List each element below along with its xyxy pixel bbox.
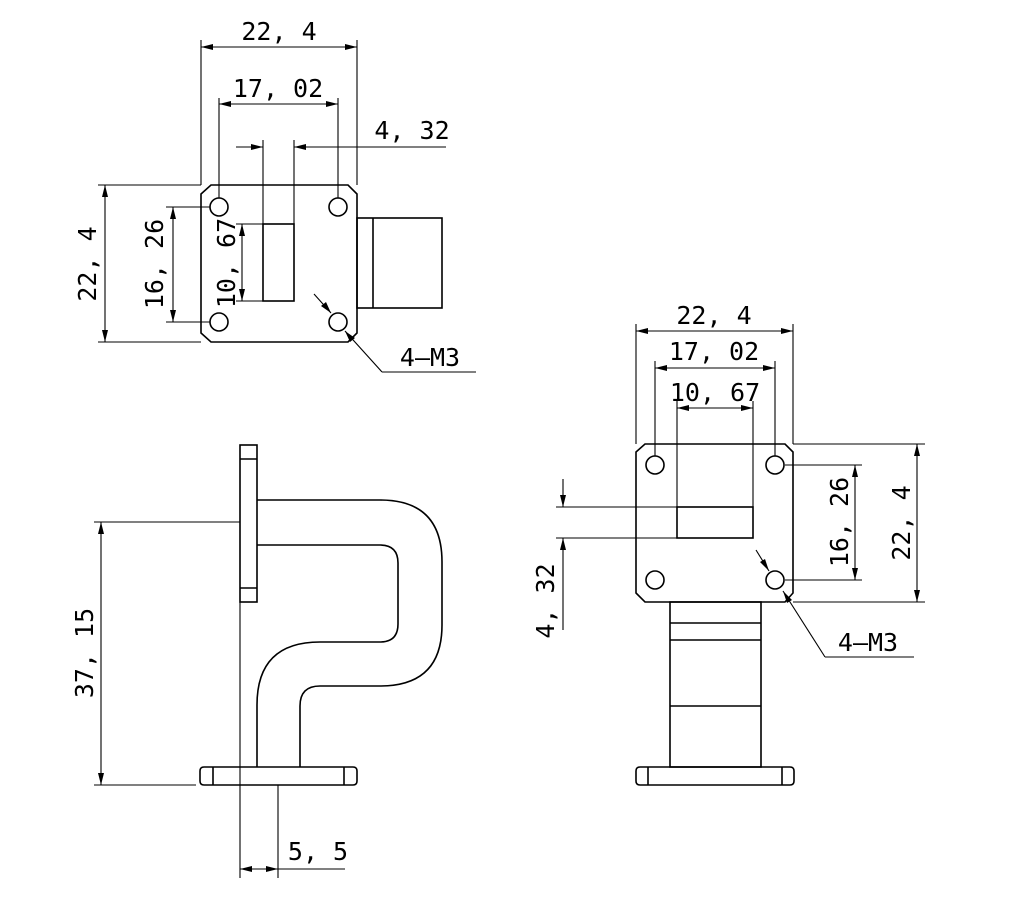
side-bottom-flange	[199, 766, 358, 786]
front-body	[669, 601, 762, 768]
top-side-arm	[356, 217, 443, 309]
side-bend-outer	[257, 499, 443, 767]
front-hole-spacing-x-label: 17, 02	[669, 337, 759, 366]
top-hole-tl	[209, 197, 229, 217]
top-flange-outline	[200, 184, 358, 343]
front-hole-bl	[645, 570, 665, 590]
front-flange-outline	[635, 443, 794, 603]
front-hole-tl	[645, 455, 665, 475]
top-view: 22, 4 17, 02 4, 32 22, 4 16, 26	[73, 17, 476, 373]
side-bend-inner	[256, 544, 399, 767]
top-hole-br	[328, 312, 348, 332]
front-view: 22, 4 17, 02 10, 67 4, 32 16, 26	[531, 301, 925, 786]
front-bottom-flange	[635, 766, 795, 786]
top-holes-callout: 4—M3	[400, 343, 460, 372]
side-height-label: 37, 15	[70, 608, 99, 698]
front-overall-height-label: 22, 4	[887, 485, 916, 560]
side-vertical-flange	[239, 444, 258, 603]
top-aperture	[262, 223, 295, 302]
front-aperture-height-label: 4, 32	[531, 563, 560, 638]
top-hole-bl	[209, 312, 229, 332]
top-overall-height-label: 22, 4	[73, 226, 102, 301]
side-view: 37, 15 5, 5	[70, 444, 443, 878]
front-aperture-width-label: 10, 67	[670, 378, 760, 407]
front-overall-width-label: 22, 4	[676, 301, 751, 330]
front-aperture	[676, 506, 754, 539]
front-hole-br	[765, 570, 785, 590]
front-hole-spacing-y-label: 16, 26	[825, 477, 854, 567]
top-aperture-width-label: 4, 32	[374, 116, 449, 145]
top-hole-spacing-y-label: 16, 26	[140, 219, 169, 309]
side-offset-label: 5, 5	[288, 837, 348, 866]
front-hole-tr	[765, 455, 785, 475]
front-holes-callout: 4—M3	[838, 628, 898, 657]
top-hole-tr	[328, 197, 348, 217]
top-overall-width-label: 22, 4	[241, 17, 316, 46]
top-hole-spacing-x-label: 17, 02	[233, 74, 323, 103]
top-aperture-height-label: 10, 67	[212, 218, 241, 308]
